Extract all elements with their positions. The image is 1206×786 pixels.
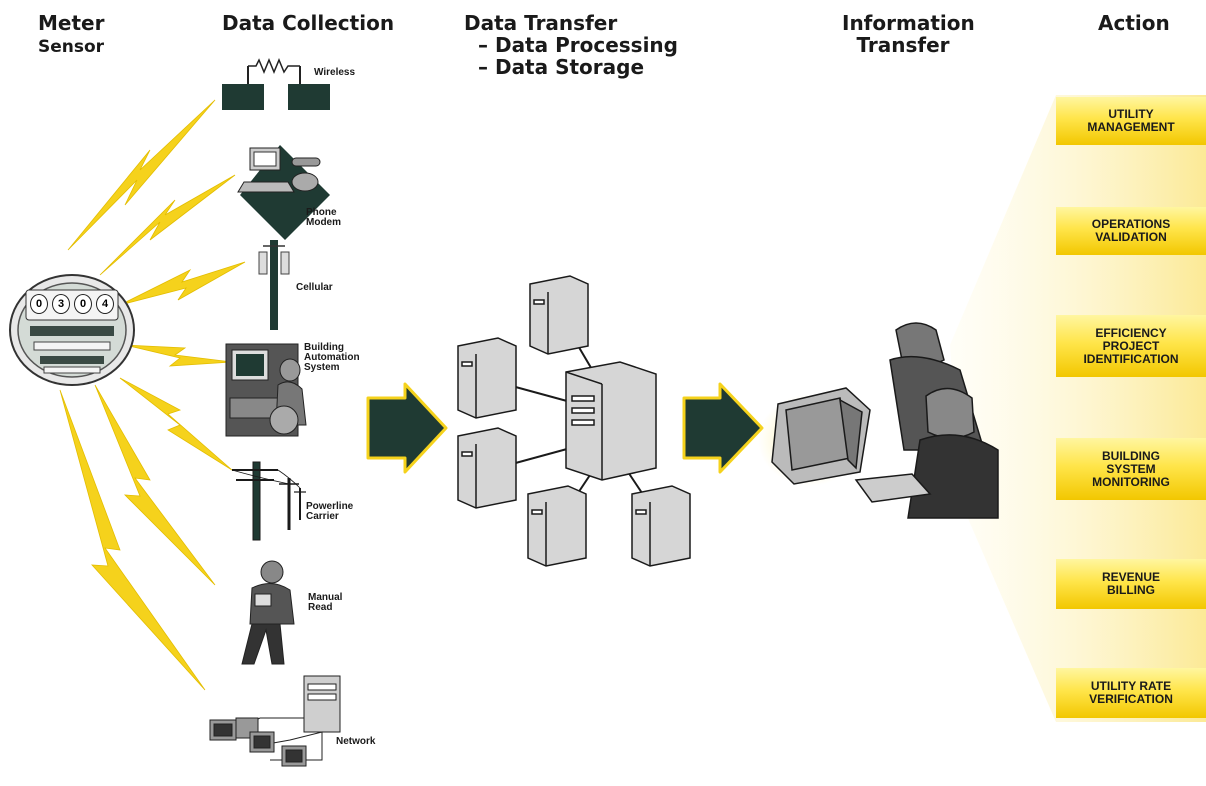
action-1-line1: UTILITY — [1108, 107, 1154, 121]
server-top — [529, 275, 589, 355]
header-meter-line1: Meter — [38, 11, 105, 35]
label-phone-modem: Phone Modem — [306, 208, 341, 228]
label-phone-line1: Phone — [306, 207, 337, 218]
header-information-transfer: Information Transfer — [842, 12, 975, 57]
label-powerline-line2: Carrier — [306, 511, 339, 522]
meter-digit-1: 0 — [30, 294, 48, 314]
label-network-line1: Network — [336, 736, 376, 747]
action-operations-validation: OPERATIONS VALIDATION — [1056, 207, 1206, 255]
action-2-line1: OPERATIONS — [1091, 217, 1171, 231]
label-cellular-line1: Cellular — [296, 282, 333, 293]
action-revenue-billing: REVENUE BILLING — [1056, 559, 1206, 609]
header-action: Action — [1098, 11, 1170, 35]
action-4-line2: SYSTEM — [1106, 461, 1156, 476]
action-4-line3: MONITORING — [1092, 474, 1170, 489]
label-manual-line1: Manual — [308, 592, 343, 603]
workstation-people — [758, 322, 999, 519]
server-left-lower — [457, 427, 517, 509]
phone-modem-icon — [237, 145, 330, 240]
action-6-line2: VERIFICATION — [1089, 692, 1173, 706]
action-6-line1: UTILITY RATE — [1090, 679, 1172, 693]
header-transfer-title: Data Transfer — [464, 11, 618, 35]
bolt-bas — [124, 344, 233, 367]
arrows — [366, 382, 764, 474]
label-building-automation: Building Automation System — [304, 343, 360, 373]
action-3-line2: PROJECT — [1102, 338, 1160, 353]
label-bas-line3: System — [304, 362, 340, 373]
header-meter-line2: Sensor — [38, 37, 105, 57]
action-3-line1: EFFICIENCY — [1095, 325, 1167, 340]
cellular-tower-icon — [258, 240, 290, 330]
electric-meter — [9, 274, 135, 386]
building-automation-icon — [225, 343, 307, 437]
label-network: Network — [336, 737, 375, 747]
label-powerline-carrier: Powerline Carrier — [306, 502, 353, 522]
action-5-line1: REVENUE — [1101, 570, 1160, 584]
label-bas-line1: Building — [304, 342, 344, 353]
information-fan — [950, 95, 1206, 722]
server-main — [565, 361, 657, 481]
bolt-phone — [99, 174, 236, 276]
header-transfer-item-processing: – Data Processing — [478, 33, 678, 57]
action-4-line1: BUILDING — [1102, 448, 1160, 463]
server-bottom-center — [527, 485, 587, 567]
server-left-upper — [457, 337, 517, 419]
wireless-icon — [222, 58, 330, 110]
meter-readout: 0 3 0 4 — [30, 294, 114, 314]
meter-digit-2: 3 — [52, 294, 70, 314]
manual-read-person-icon — [241, 560, 295, 665]
bolt-network — [59, 389, 206, 691]
header-data-collection: Data Collection — [222, 11, 395, 35]
server-towers — [457, 275, 691, 567]
label-cellular: Cellular — [296, 283, 333, 293]
bolt-powerline — [119, 377, 233, 471]
action-efficiency-project-identification: EFFICIENCY PROJECT IDENTIFICATION — [1056, 315, 1206, 377]
action-utility-management: UTILITY MANAGEMENT — [1056, 97, 1206, 145]
lightning-bolts — [59, 99, 246, 691]
bolt-cellular — [119, 261, 246, 306]
action-2-line2: VALIDATION — [1095, 230, 1167, 244]
header-transfer-item-storage: – Data Storage — [478, 55, 645, 79]
network-icon — [209, 675, 341, 767]
label-wireless-line1: Wireless — [314, 67, 356, 78]
action-utility-rate-verification: UTILITY RATE VERIFICATION — [1056, 668, 1206, 718]
label-phone-line2: Modem — [306, 217, 341, 228]
meter-digit-3: 0 — [74, 294, 92, 314]
bolt-wireless — [67, 99, 216, 251]
label-wireless: Wireless — [314, 68, 355, 78]
label-manual-read: Manual Read — [308, 593, 342, 613]
action-5-line2: BILLING — [1107, 583, 1155, 597]
label-powerline-line1: Powerline — [306, 501, 354, 512]
header-data-transfer: Data Transfer – Data Processing – Data S… — [464, 12, 678, 78]
arrow-to-transfer — [366, 382, 448, 474]
header-information-line2: Transfer — [856, 33, 950, 57]
bolt-manual — [94, 384, 216, 586]
action-3-line3: IDENTIFICATION — [1083, 351, 1179, 366]
server-bottom-right — [631, 485, 691, 567]
header-information-line1: Information — [842, 11, 975, 35]
action-1-line2: MANAGEMENT — [1087, 120, 1175, 134]
label-bas-line2: Automation — [304, 352, 360, 363]
powerline-poles-icon — [231, 461, 306, 541]
action-building-system-monitoring: BUILDING SYSTEM MONITORING — [1056, 438, 1206, 500]
meter-digit-4: 4 — [96, 294, 114, 314]
label-manual-line2: Read — [308, 602, 333, 613]
arrow-to-information — [682, 382, 764, 474]
header-meter-sensor: Meter Sensor — [38, 12, 104, 58]
